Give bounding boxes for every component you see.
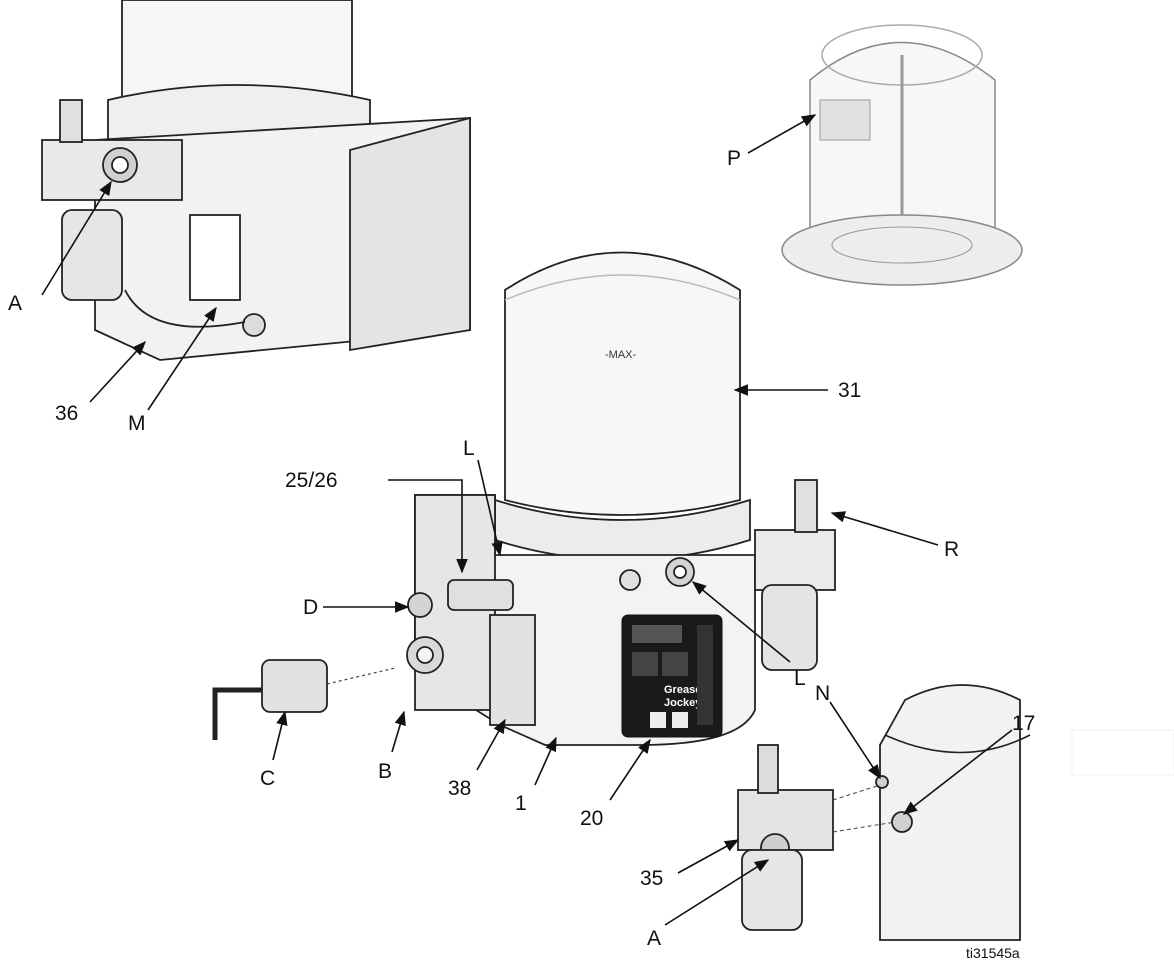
top-left-pump-view bbox=[41, 0, 471, 361]
cable-connector bbox=[212, 659, 396, 740]
callout-20: 20 bbox=[580, 807, 603, 830]
callout-a-bottom: A bbox=[647, 927, 661, 950]
callout-35: 35 bbox=[640, 867, 663, 890]
callout-p: P bbox=[727, 147, 741, 170]
callout-m: M bbox=[128, 412, 146, 435]
max-fill-mark: -MAX- bbox=[605, 349, 637, 361]
main-pump: -MAX- Grease Jockey bbox=[406, 251, 836, 746]
callout-17: 17 bbox=[1012, 712, 1035, 735]
callout-l-top: L bbox=[463, 437, 475, 460]
callout-labels: A 36 M P 31 25/26 L D R L C B 38 1 20 N … bbox=[8, 147, 1035, 961]
callout-25-26: 25/26 bbox=[285, 469, 338, 492]
callout-38: 38 bbox=[448, 777, 471, 800]
callout-d: D bbox=[303, 596, 318, 619]
callout-31: 31 bbox=[838, 379, 861, 402]
bottom-right-detail bbox=[737, 684, 1031, 941]
leader-lines bbox=[41, 114, 1013, 926]
callout-c: C bbox=[260, 767, 275, 790]
callout-r: R bbox=[944, 538, 959, 561]
callout-1: 1 bbox=[515, 792, 527, 815]
callout-l-right: L bbox=[794, 667, 806, 690]
panel-brand-line2: Jockey bbox=[664, 697, 702, 709]
panel-brand-line1: Grease bbox=[664, 684, 701, 696]
figure-id: ti31545a bbox=[966, 945, 1020, 961]
callout-n: N bbox=[815, 682, 830, 705]
edge-box bbox=[1071, 729, 1174, 776]
callout-b: B bbox=[378, 760, 392, 783]
transparent-reservoir-view bbox=[781, 24, 1023, 286]
callout-36: 36 bbox=[55, 402, 78, 425]
callout-a-top: A bbox=[8, 292, 22, 315]
